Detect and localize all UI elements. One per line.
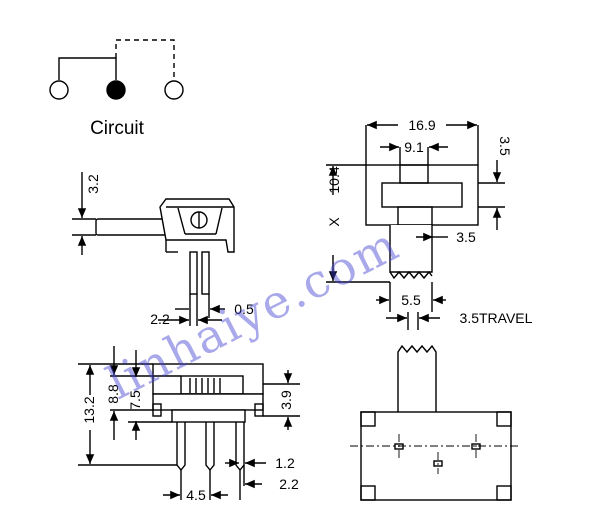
- circuit-symbol: [49, 39, 184, 100]
- dim-pin-offset: 2.2: [150, 311, 170, 327]
- dim-pin-end-offset: 2.2: [279, 476, 299, 492]
- bottom-view: [360, 344, 512, 501]
- dim-slot-width: 9.1: [404, 139, 424, 155]
- circuit-dashed-link: [115, 39, 175, 80]
- dim-front-side-height: 3.9: [278, 390, 294, 410]
- dim-overall-width: 16.9: [408, 117, 435, 133]
- dim-knob-width: 5.5: [401, 292, 421, 308]
- dim-pin-pitch-small: 1.2: [275, 455, 295, 471]
- dim-side-height: 3.2: [85, 174, 101, 194]
- circuit-terminal-common: [106, 80, 126, 100]
- dim-front-mid-height: 8.8: [105, 384, 121, 404]
- dim-front-total-height: 13.2: [81, 396, 97, 423]
- circuit-label: Circuit: [90, 118, 145, 139]
- front-view: [78, 346, 300, 500]
- dim-handle-offset: 3.5: [456, 229, 476, 245]
- dim-front-inner-height: 7.5: [127, 390, 143, 410]
- dim-x: X: [326, 217, 342, 227]
- side-view: [72, 172, 235, 326]
- bottom-view-centerlines: [350, 434, 520, 474]
- top-view: [326, 120, 505, 330]
- dim-handle-step: 3.5: [497, 136, 513, 156]
- circuit-solid-link: [58, 57, 117, 80]
- dim-travel: 3.5TRAVEL: [460, 310, 533, 326]
- dim-pin-width: 0.5: [234, 301, 254, 317]
- dim-pin-spacing: 4.5: [186, 487, 206, 503]
- dim-body-height: 10.4: [326, 166, 342, 193]
- circuit-terminal-right: [164, 80, 184, 100]
- circuit-terminal-left: [49, 80, 69, 100]
